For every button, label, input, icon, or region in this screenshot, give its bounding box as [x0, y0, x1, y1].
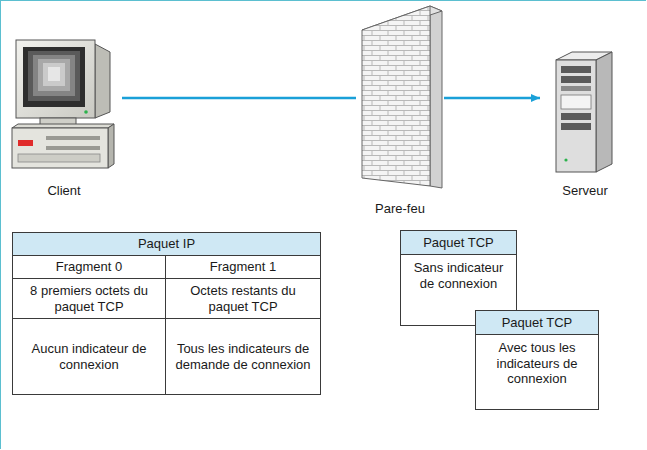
table-cell: Tous les indicateurs de demande de conne… [166, 319, 321, 395]
node-label: Client [6, 183, 122, 198]
body-text: Avec tous les indicateurs de connexion [497, 340, 578, 386]
box-heading: Paquet TCP [401, 231, 516, 255]
table-cell: 8 premiers octets du paquet TCP [13, 279, 166, 319]
firewall-node: Pare-feu [356, 4, 444, 216]
box-heading: Paquet TCP [476, 311, 598, 335]
body-text: Sans indicateur de connexion [414, 260, 504, 291]
table-text: Fragment 0 [56, 259, 122, 274]
box-body: Avec tous les indicateurs de connexion [476, 335, 598, 392]
node-label: Serveur [540, 183, 630, 198]
table-cell: Fragment 0 [13, 256, 166, 279]
heading-text: Paquet TCP [423, 235, 494, 250]
table-cell: Aucun indicateur de connexion [13, 319, 166, 395]
table-text: Octets restants du paquet TCP [190, 283, 296, 314]
firewall-wall [362, 6, 442, 188]
server-icon [556, 52, 612, 172]
box-body: Sans indicateur de connexion [401, 255, 516, 296]
table-text: Fragment 1 [210, 259, 276, 274]
table-header: Paquet IP [13, 233, 321, 256]
table-cell: Fragment 1 [166, 256, 321, 279]
computer-icon [12, 40, 114, 168]
table-text: Aucun indicateur de connexion [32, 341, 147, 372]
table-text: Tous les indicateurs de demande de conne… [175, 341, 310, 372]
server-node: Serveur [540, 50, 630, 198]
client-node: Client [6, 38, 122, 198]
connector-arrow [122, 97, 356, 100]
table-cell: Octets restants du paquet TCP [166, 279, 321, 319]
node-label: Pare-feu [356, 201, 444, 216]
tcp-packet-box: Paquet TCP Avec tous les indicateurs de c… [475, 310, 599, 410]
heading-text: Paquet TCP [502, 315, 573, 330]
ip-packet-table: Paquet IP Fragment 0 Fragment 1 8 premier… [12, 232, 321, 395]
connector-arrow [444, 97, 540, 100]
table-heading: Paquet IP [138, 236, 195, 251]
table-text: 8 premiers octets du paquet TCP [30, 283, 148, 314]
